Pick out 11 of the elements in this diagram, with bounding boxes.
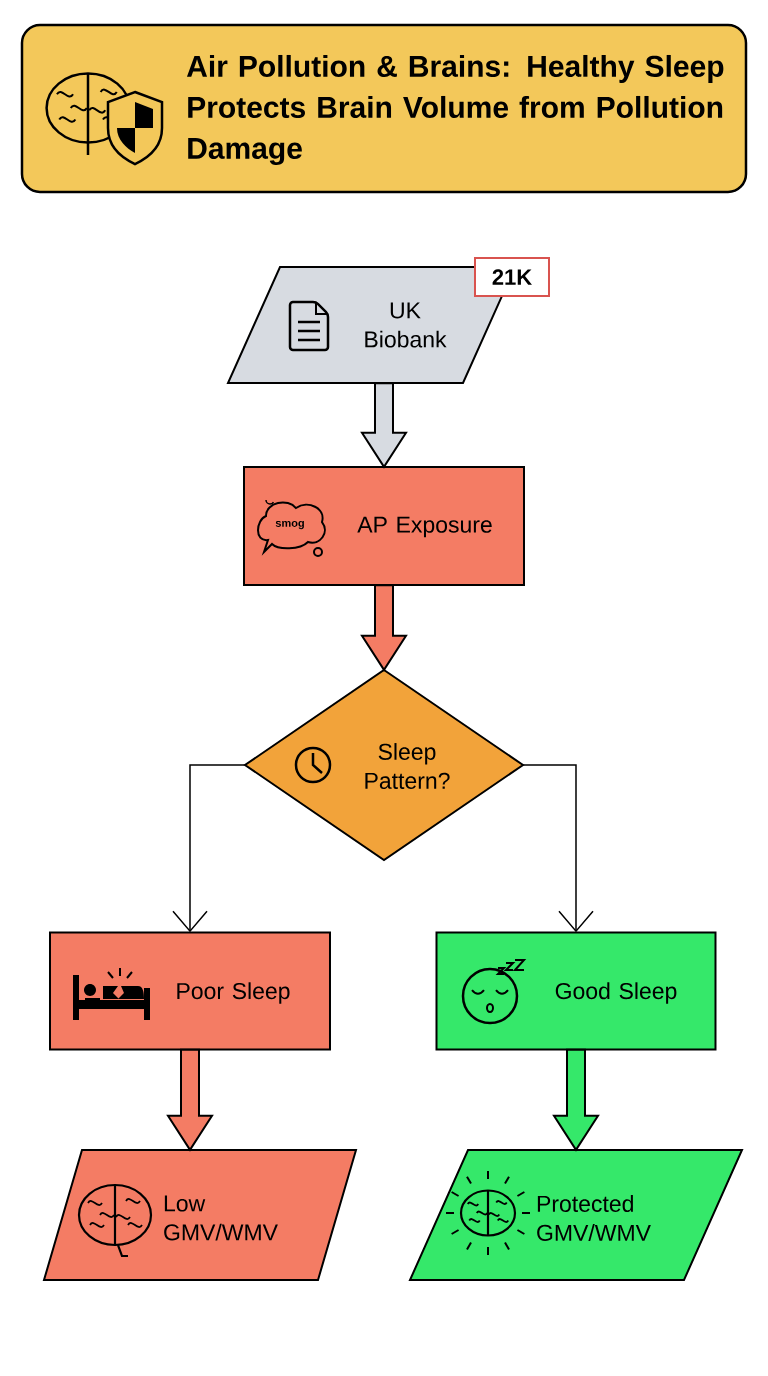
process-box: Good Sleep [435, 931, 717, 1051]
block-arrow [360, 584, 408, 672]
arrow [522, 764, 594, 933]
process-box: Poor Sleep [49, 931, 331, 1051]
arrow [172, 764, 246, 933]
title-banner: Air Pollution & Brains: Healthy Sleep Protects Brain Volume from Pollution Damage [20, 23, 748, 194]
block-arrow [552, 1048, 600, 1152]
icon-label: smog [275, 520, 304, 530]
count-badge: 21K [474, 257, 550, 297]
block-arrow [360, 382, 408, 469]
block-arrow [166, 1048, 214, 1152]
